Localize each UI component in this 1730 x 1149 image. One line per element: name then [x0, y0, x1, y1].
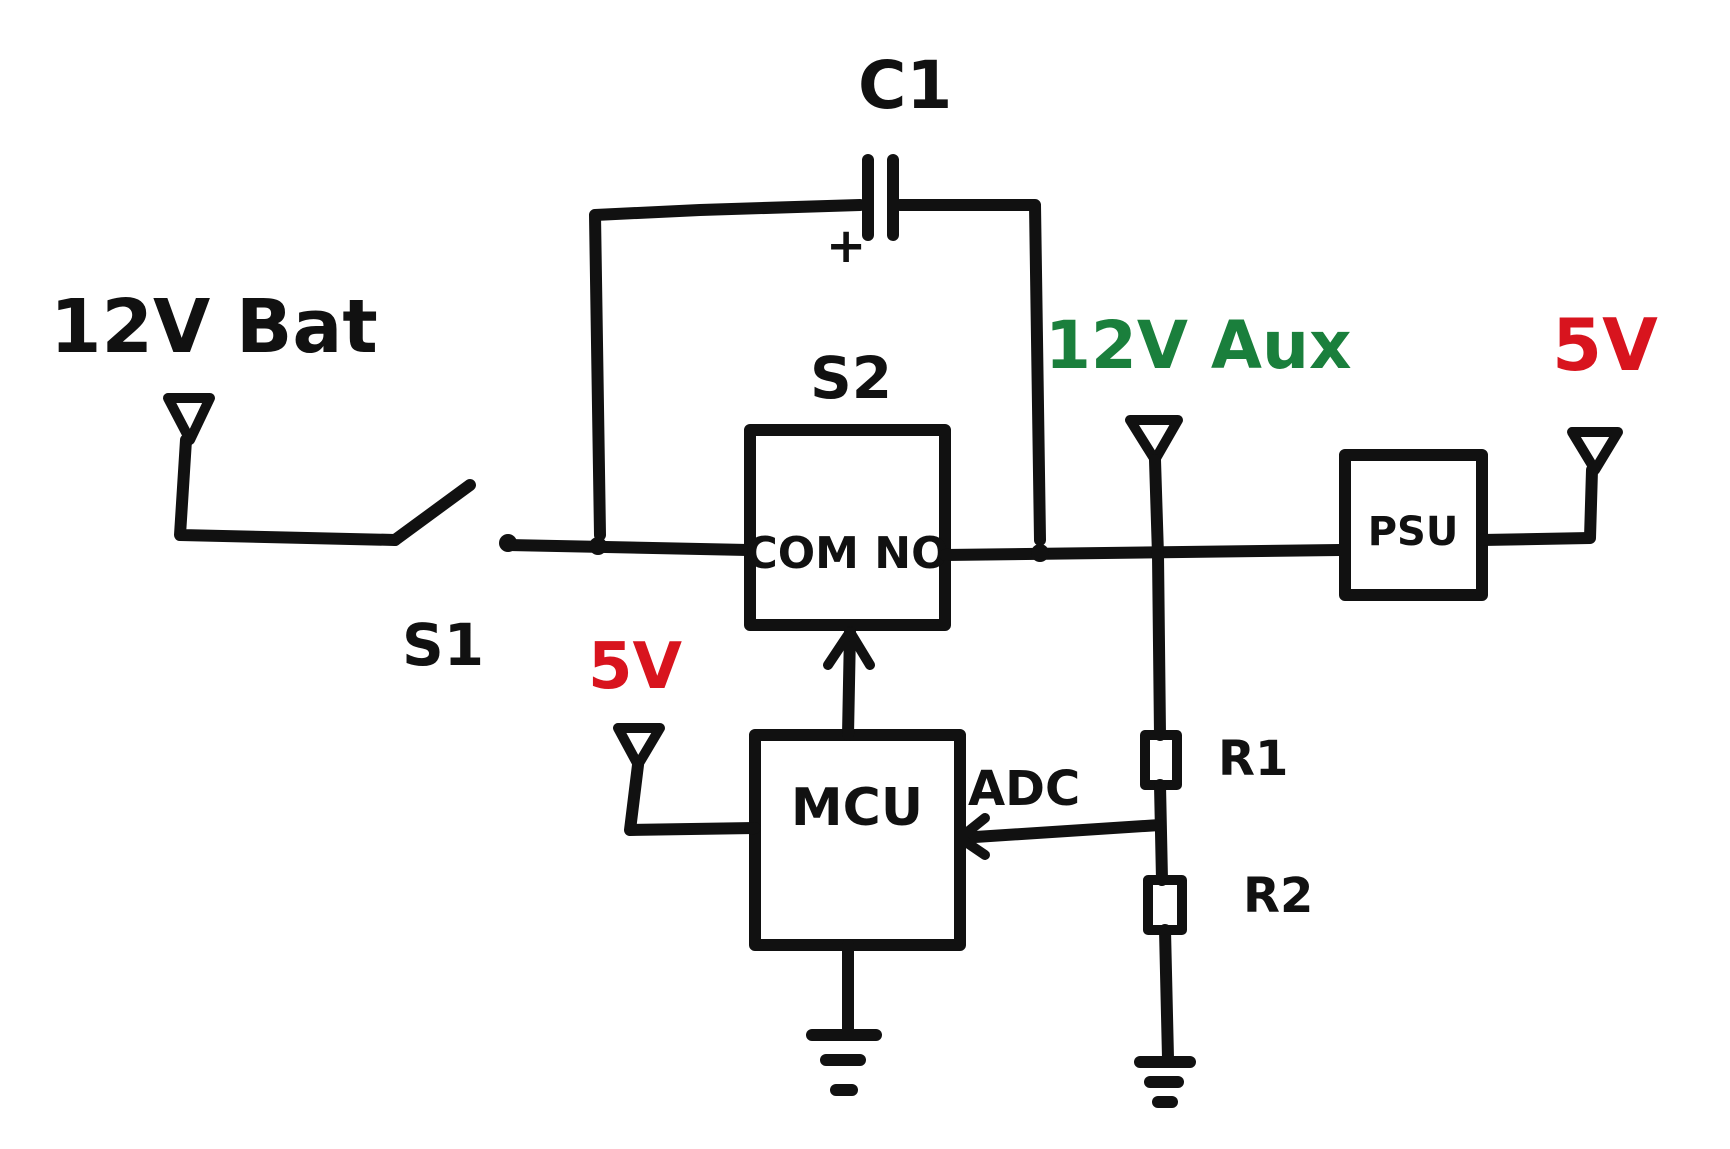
- psu-block: [1339, 449, 1488, 601]
- capacitor-plus-label: +: [826, 218, 866, 274]
- mcu-5v-terminal-symbol: [613, 723, 665, 770]
- relay-s2-block: [744, 424, 951, 631]
- wire-adc-sense: [954, 819, 1166, 844]
- battery-terminal-symbol: [163, 393, 215, 445]
- resistor-r1: [1140, 730, 1182, 790]
- mcu-label: MCU: [791, 778, 923, 838]
- wire-divider-bottom: [1159, 924, 1174, 1064]
- junction-cap-right: [1031, 544, 1049, 562]
- wire-psu-output: [1476, 464, 1598, 546]
- control-arrow: [823, 627, 875, 670]
- wire-divider-mid: [1154, 779, 1168, 886]
- wire-divider-top: [1152, 549, 1166, 741]
- wire-mcu-control: [842, 626, 856, 741]
- wire-cap-right: [894, 199, 1046, 546]
- battery-label: 12V Bat: [50, 284, 378, 370]
- capacitor-label: C1: [858, 47, 952, 124]
- wire-cap-left: [589, 199, 866, 541]
- adc-label: ADC: [968, 761, 1080, 817]
- resistor-r2: [1143, 875, 1187, 935]
- ground-symbol-mcu: [806, 1029, 882, 1096]
- ground-symbol-divider: [1134, 1056, 1196, 1108]
- switch-s1-lever: [389, 479, 476, 546]
- wire-mcu-supply: [624, 759, 761, 836]
- relay-contacts-label: COM NO: [745, 528, 948, 579]
- wire-relay-to-psu: [939, 544, 1346, 561]
- switch-s2-label: S2: [810, 344, 892, 412]
- switch-s1-label: S1: [402, 611, 484, 679]
- resistor-r1-label: R1: [1218, 731, 1288, 787]
- psu-5v-label: 5V: [1552, 303, 1658, 387]
- aux-label: 12V Aux: [1045, 307, 1352, 384]
- aux-terminal-symbol: [1125, 415, 1183, 465]
- wire-s1-to-relay: [502, 539, 754, 556]
- mcu-5v-label: 5V: [588, 630, 683, 704]
- junction-cap-left: [589, 537, 607, 555]
- psu-5v-terminal-symbol: [1567, 427, 1623, 475]
- mcu-block: [749, 729, 966, 951]
- psu-label: PSU: [1368, 509, 1459, 555]
- wire-aux-to-bus: [1149, 454, 1164, 561]
- resistor-r2-label: R2: [1243, 868, 1313, 924]
- wire-battery: [174, 434, 401, 546]
